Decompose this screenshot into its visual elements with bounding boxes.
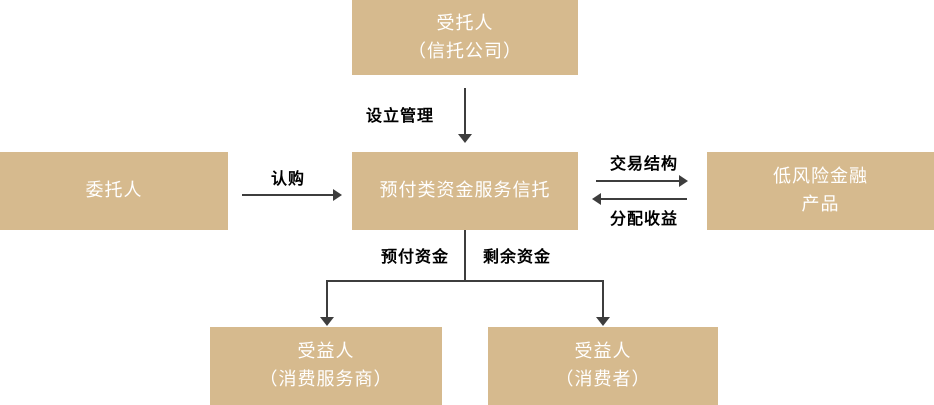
edge-label-manage: 设立管理: [365, 106, 434, 125]
node-trustee: 受托人 （信托公司）: [352, 0, 578, 75]
connector-subscribe: [242, 194, 337, 196]
node-beneficiary-provider-line2: （消费服务商）: [259, 369, 393, 390]
arrow-down-icon: [596, 317, 610, 326]
node-product-line1: 低风险金融: [773, 166, 868, 188]
arrow-right-icon: [679, 175, 688, 187]
arrow-down-icon: [320, 317, 334, 326]
node-beneficiary-provider-line1: 受益人: [297, 341, 355, 363]
node-beneficiary-consumer: 受益人 （消费者）: [488, 327, 718, 405]
connector-invest: [596, 180, 683, 182]
arrow-left-icon: [592, 193, 601, 205]
node-beneficiary-consumer-line2: （消费者）: [555, 369, 651, 390]
node-principal-label: 委托人: [85, 180, 143, 202]
node-principal: 委托人: [0, 152, 228, 230]
edge-label-distribute: 分配收益: [609, 209, 678, 228]
connector-fork-left: [326, 280, 328, 319]
node-product: 低风险金融 产品: [707, 152, 934, 230]
connector-fork-stem: [464, 230, 466, 282]
edge-label-invest: 交易结构: [609, 154, 678, 173]
node-trust-label: 预付类资金服务信托: [379, 180, 551, 202]
connector-distribute: [600, 198, 687, 200]
edge-label-prepaid-funds: 预付资金: [380, 247, 449, 266]
connector-fork-bar: [326, 280, 604, 282]
node-product-line2: 产品: [801, 194, 840, 215]
arrow-down-icon: [458, 134, 472, 143]
edge-label-subscribe: 认购: [270, 169, 305, 188]
edge-label-remaining-funds: 剩余资金: [482, 247, 551, 266]
node-trustee-line2: （信托公司）: [408, 40, 522, 62]
connector-fork-right: [602, 280, 604, 319]
node-beneficiary-provider: 受益人 （消费服务商）: [210, 327, 442, 405]
arrow-right-icon: [333, 189, 342, 201]
connector-manage: [464, 88, 466, 136]
node-trustee-line1: 受托人: [436, 12, 494, 34]
node-trust: 预付类资金服务信托: [352, 152, 578, 230]
node-beneficiary-consumer-line1: 受益人: [574, 341, 632, 363]
